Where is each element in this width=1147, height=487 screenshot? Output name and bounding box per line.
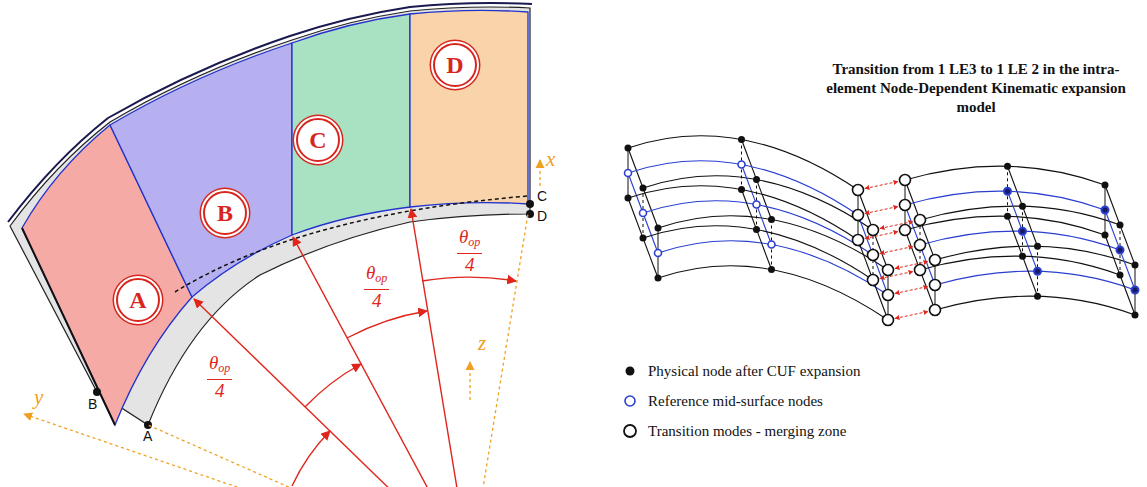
angle-fraction: θop4 [455, 226, 484, 276]
angle-divisor: 4 [465, 254, 475, 275]
title-text: Transition from 1 LE3 to 1 LE 2 in the i… [826, 61, 1126, 115]
angle-symbol: θ [459, 226, 468, 247]
legend-swatch [622, 363, 638, 379]
angle-fraction: θop4 [362, 262, 391, 312]
angle-divisor: 4 [372, 290, 382, 311]
legend-text: Reference mid-surface nodes [648, 392, 823, 410]
region-letter: D [446, 52, 463, 78]
region-letter: B [217, 200, 233, 226]
legend-swatch [622, 423, 638, 439]
point-label: B [88, 396, 97, 412]
angle-fraction: θop4 [205, 352, 234, 402]
region-letter: C [309, 127, 326, 153]
region-circle: B [203, 191, 247, 235]
diagram-title: Transition from 1 LE3 to 1 LE 2 in the i… [812, 60, 1140, 117]
axis-label: y [34, 386, 43, 408]
angle-symbol: θ [209, 352, 218, 373]
angle-subscript: op [375, 271, 387, 285]
angle-divisor: 4 [215, 380, 225, 401]
axis-label: z [478, 332, 486, 354]
fraction-denominator: 4 [457, 254, 482, 276]
region-letter: A [129, 287, 146, 313]
fraction-numerator: θop [207, 352, 232, 380]
angle-symbol: θ [366, 262, 375, 283]
legend-row: Reference mid-surface nodes [622, 392, 823, 410]
angle-subscript: op [468, 235, 480, 249]
fraction-denominator: 4 [207, 380, 232, 402]
region-circle: C [296, 118, 340, 162]
point-label: A [143, 428, 152, 444]
region-circle: A [116, 278, 160, 322]
legend-text: Physical node after CUF expansion [648, 362, 860, 380]
legend-text: Transition modes - merging zone [648, 422, 846, 440]
legend-row: Physical node after CUF expansion [622, 362, 860, 380]
legend-row: Transition modes - merging zone [622, 422, 846, 440]
point-label: D [537, 208, 547, 224]
legend-swatch [622, 393, 638, 409]
region-circle: D [433, 43, 477, 87]
axis-label: x [546, 148, 555, 170]
fraction-numerator: θop [457, 226, 482, 254]
point-label: C [537, 188, 547, 204]
angle-subscript: op [218, 361, 230, 375]
fraction-denominator: 4 [364, 290, 389, 312]
fraction-numerator: θop [364, 262, 389, 290]
